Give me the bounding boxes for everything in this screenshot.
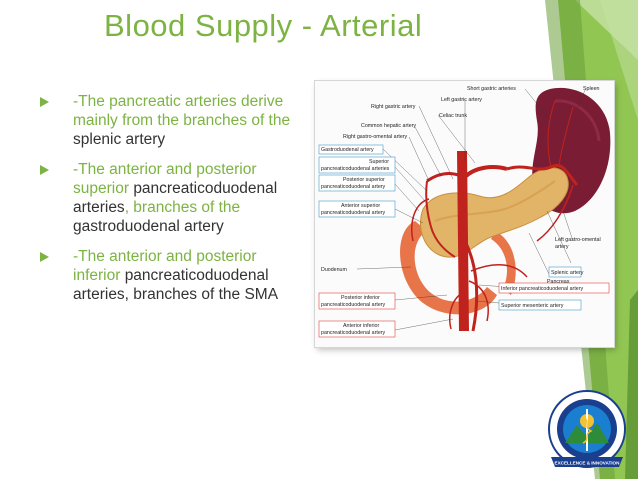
label-posterior-inferior-pd: pancreaticoduodenal artery: [321, 302, 386, 308]
bullet-item: -The anterior and posterior inferior pan…: [40, 247, 305, 304]
label-short-gastric: Short gastric arteries: [467, 86, 516, 92]
label-box: [318, 292, 396, 310]
sma-shape: [463, 240, 479, 332]
label-anterior-superior-pd: pancreaticoduodenal artery: [321, 210, 386, 216]
label-celiac: Celiac trunk: [439, 113, 467, 119]
label-splenic: Splenic artery: [551, 270, 584, 276]
label-box: [548, 266, 582, 278]
label-anterior-superior: Anterior superior: [341, 203, 380, 209]
arrow-bullet-icon: [40, 252, 49, 262]
label-anterior-inferior-pd: pancreaticoduodenal artery: [321, 330, 386, 336]
bullet-text: pancreaticoduodenal arteries, branches o…: [73, 267, 279, 303]
label-box: [318, 156, 396, 174]
pancreas-arteries-figure: Short gastric arteries Spleen Right gast…: [315, 81, 614, 347]
bullet-text: splenic artery: [73, 131, 166, 148]
anatomy-illustration: Short gastric arteries Spleen Right gast…: [318, 86, 611, 338]
label-posterior-superior: Posterior superior: [343, 177, 385, 183]
label-posterior-inferior: Posterior inferior: [341, 295, 380, 301]
bullet-item: -The pancreatic arteries derive mainly f…: [40, 92, 305, 149]
pancreas-shape: [419, 167, 569, 258]
label-superior-pd: pancreaticoduodenal arteries: [321, 166, 390, 172]
label-box: [318, 174, 396, 192]
label-posterior-superior-pd: pancreaticoduodenal artery: [321, 184, 386, 190]
label-box: [318, 320, 396, 338]
label-gastroduodenal: Gastroduodenal artery: [321, 147, 374, 153]
label-superior: Superior: [369, 159, 389, 165]
label-common-hepatic: Common hepatic artery: [361, 123, 416, 129]
college-logo: PESHAWAR MEDICAL COLLEGE EXCELLENCE & IN…: [548, 390, 626, 468]
bullet-list: -The pancreatic arteries derive mainly f…: [40, 92, 305, 315]
label-box: [498, 299, 582, 311]
bullet-text: -The anterior and posterior inferior: [73, 248, 257, 284]
label-inferior-pd: Inferior pancreaticoduodenal artery: [501, 286, 584, 292]
arrow-bullet-icon: [40, 165, 49, 175]
bullet-text: gastroduodenal artery: [73, 218, 224, 235]
slide-title: Blood Supply - Arterial: [104, 8, 423, 43]
label-anterior-inferior: Anterior inferior: [343, 323, 379, 329]
duodenum-shape: [400, 221, 497, 315]
label-duodenum: Duodenum: [321, 267, 348, 273]
arrow-bullet-icon: [40, 97, 49, 107]
label-left-gastroomental: Left gastro-omental: [555, 237, 601, 243]
bullet-text: , branches of the: [124, 199, 241, 216]
bullet-text: pancreaticoduodenal arteries: [73, 180, 278, 216]
label-box: [498, 282, 610, 294]
label-right-gastric: Right gastric artery: [371, 104, 416, 110]
bullet-text: -The pancreatic arteries derive mainly f…: [73, 93, 291, 129]
bullet-item: -The anterior and posterior superior pan…: [40, 160, 305, 236]
label-left-gastric: Left gastric artery: [441, 97, 482, 103]
aorta-shape: [457, 151, 469, 331]
bullet-text: -The anterior and posterior superior: [73, 161, 257, 197]
label-box: [318, 144, 384, 155]
label-sma: Superior mesenteric artery: [501, 303, 564, 309]
label-pancreas: Pancreas: [547, 279, 570, 285]
label-left-gastroomental-artery: artery: [555, 244, 569, 250]
label-spleen: Spleen: [583, 86, 600, 92]
logo-motto: EXCELLENCE & INNOVATION: [555, 461, 621, 466]
label-box: [318, 200, 396, 218]
label-right-gastroomental: Right gastro-omental artery: [343, 134, 408, 140]
